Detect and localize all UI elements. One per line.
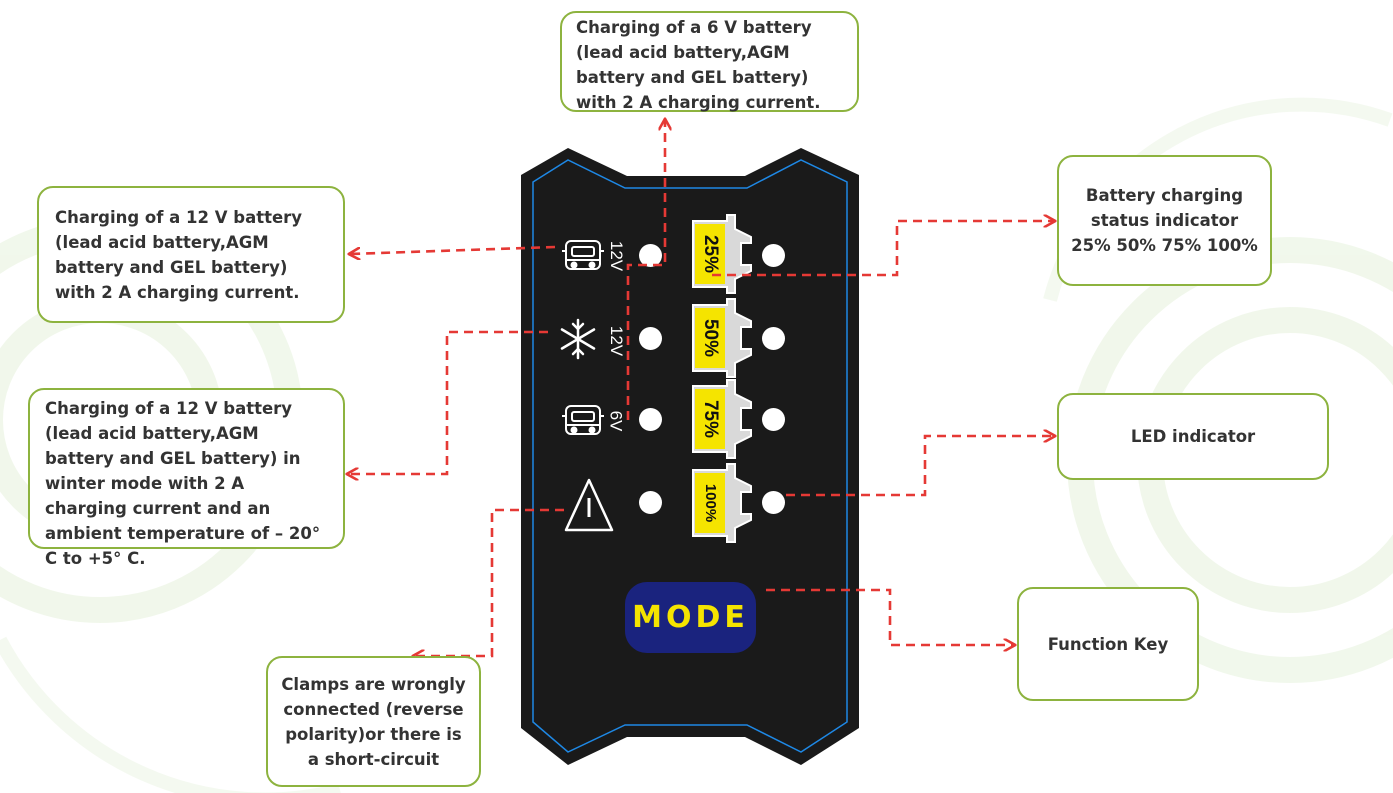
callout-led-indicator: LED indicator bbox=[1057, 393, 1329, 480]
snowflake-icon bbox=[560, 318, 596, 360]
callout-text: LED indicator bbox=[1130, 427, 1256, 446]
charge-level-label: 75% bbox=[700, 400, 721, 438]
panel-body bbox=[521, 148, 859, 765]
callout-clamps-error: Clamps are wrongly connected (reverse po… bbox=[266, 656, 481, 787]
charge-level-label: 25% bbox=[700, 235, 721, 273]
charge-level-label: 100% bbox=[702, 484, 719, 522]
callout-line: Battery charging bbox=[1085, 186, 1244, 205]
callout-line: 25% 50% 75% 100% bbox=[1071, 236, 1258, 255]
charge-level-badge: 100% bbox=[692, 463, 752, 543]
callout-12v-charging: Charging of a 12 V battery (lead acid ba… bbox=[37, 186, 345, 323]
arrow-status bbox=[712, 221, 1054, 277]
warning-icon bbox=[564, 478, 614, 532]
mode-button[interactable]: MODE bbox=[625, 582, 756, 653]
callout-winter-charging: Charging of a 12 V battery (lead acid ba… bbox=[28, 388, 345, 568]
arrow-6v bbox=[626, 120, 665, 420]
arrow-function-key bbox=[766, 588, 1014, 645]
car-icon bbox=[562, 240, 604, 270]
arrow-clamps bbox=[414, 508, 564, 656]
callout-charging-status: Battery charging status indicator 25% 50… bbox=[1057, 155, 1272, 286]
car-icon bbox=[562, 405, 604, 435]
charge-level-label: 50% bbox=[700, 319, 721, 357]
arrow-12v bbox=[350, 245, 556, 254]
panel-trim bbox=[532, 159, 848, 753]
charge-level-badge: 50% bbox=[692, 298, 752, 378]
callout-6v-charging: Charging of a 6 V battery (lead acid bat… bbox=[560, 11, 859, 112]
callout-text: Clamps are wrongly connected (reverse po… bbox=[281, 674, 466, 769]
callout-text: Charging of a 12 V battery (lead acid ba… bbox=[55, 208, 303, 302]
arrow-winter bbox=[348, 330, 548, 474]
callout-text: Charging of a 6 V battery (lead acid bat… bbox=[576, 18, 821, 112]
charge-level-badge: 25% bbox=[692, 214, 752, 294]
charge-level-badge: 75% bbox=[692, 379, 752, 459]
callout-text: Charging of a 12 V battery (lead acid ba… bbox=[45, 399, 321, 568]
callout-line: status indicator bbox=[1090, 211, 1239, 230]
callout-text: Function Key bbox=[1047, 634, 1169, 654]
arrow-led bbox=[786, 436, 1054, 497]
callout-function-key: Function Key bbox=[1017, 587, 1199, 701]
